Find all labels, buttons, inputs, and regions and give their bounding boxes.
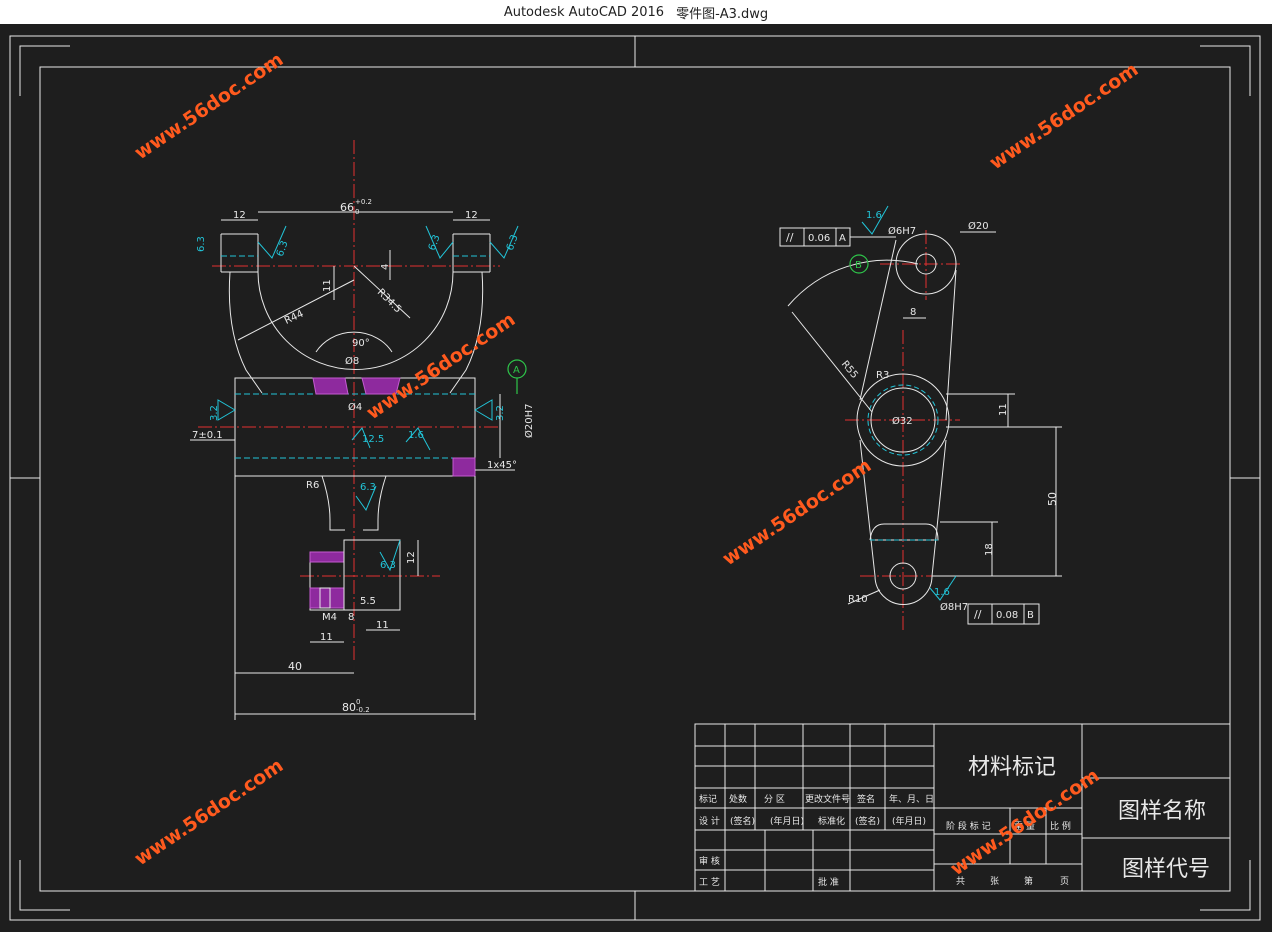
dim-top-tol-low: 0: [355, 208, 359, 216]
hdr-zone: 分 区: [764, 794, 785, 805]
datum-b-label: B: [855, 260, 862, 271]
title-block: 材料标记 图样名称 图样代号 标记 处数 分 区 更改文件号 签名 年、月、日 …: [694, 723, 1231, 892]
datum-a-label: A: [513, 365, 520, 376]
rough-63-b: 6.3: [275, 239, 291, 258]
design-sign: (签名): [730, 815, 755, 827]
sheet-frame: [9, 35, 1261, 921]
dim-12-right: 12: [465, 210, 478, 221]
dim-top: 66: [340, 201, 354, 214]
dim-top-tol: +0.2: [355, 198, 372, 206]
hdr-change-doc: 更改文件号: [805, 793, 850, 805]
sheet-number: 第: [1024, 875, 1033, 887]
watermark-1: www.56doc.com: [130, 48, 287, 164]
dim-11-right: 11: [998, 403, 1009, 416]
rough-63-e: 6.3: [360, 482, 376, 493]
dim-r6: R6: [306, 480, 319, 491]
hdr-date: 年、月、日: [889, 793, 934, 805]
process-label: 工 艺: [699, 877, 720, 888]
tol-ref-1: A: [839, 233, 846, 244]
approve-label: 批 准: [818, 876, 839, 888]
scale-label: 比 例: [1050, 820, 1071, 832]
hdr-mark: 标记: [699, 793, 717, 805]
dim-r10: R10: [848, 594, 868, 605]
review-label: 审 核: [699, 855, 720, 867]
standard-date: (年月日): [892, 815, 926, 827]
hdr-sign: 签名: [857, 793, 875, 805]
sheet-unit: 张: [990, 876, 999, 887]
dim-80: 80: [342, 701, 356, 714]
title-bar: Autodesk AutoCAD 2016 零件图-A3.dwg: [0, 0, 1272, 24]
dim-12-left: 12: [233, 210, 246, 221]
rough-63-f: 6.3: [380, 560, 396, 571]
weight-label: 重 量: [1014, 820, 1035, 832]
rough-32-left: 3.2: [209, 405, 220, 421]
sheet-total: 共: [956, 876, 965, 887]
dim-phi4: Ø4: [348, 401, 362, 413]
rough-16-bottom: 1.6: [934, 587, 950, 598]
file-name: 零件图-A3.dwg: [676, 6, 769, 22]
dim-18: 18: [984, 543, 995, 556]
sheet-page: 页: [1060, 876, 1069, 887]
stage-mark: 阶 段 标 记: [946, 820, 991, 832]
rough-63-a: 6.3: [196, 236, 207, 252]
dim-8-right: 8: [910, 307, 916, 318]
dim-chamfer: 1x45°: [487, 460, 517, 471]
standard-label: 标准化: [818, 815, 845, 827]
rough-16-top: 1.6: [866, 210, 882, 221]
dim-50: 50: [1046, 492, 1059, 506]
drawing-code: 图样代号: [1122, 857, 1210, 882]
dim-phi8: Ø8: [345, 355, 359, 367]
dim-90: 90°: [352, 338, 370, 349]
dim-phi20h7: Ø20H7: [523, 404, 535, 438]
dim-7: 7±0.1: [192, 430, 223, 441]
hdr-count: 处数: [729, 793, 747, 805]
dim-phi8h7: Ø8H7: [940, 601, 968, 613]
tol-parallel-1: //: [786, 231, 794, 244]
tol-ref-2: B: [1027, 610, 1034, 621]
watermark-2: www.56doc.com: [985, 58, 1142, 174]
dim-12-mid: 12: [406, 551, 417, 564]
dim-8: 8: [348, 612, 354, 623]
tol-val-2: 0.08: [996, 610, 1018, 621]
dim-4: 4: [380, 264, 391, 270]
left-view: 66 +0.2 0 12 12 6.3 6.3 6.3 6.3 11 4 R44…: [190, 140, 535, 720]
rough-16: 1.6: [408, 430, 424, 441]
dim-phi32: Ø32: [892, 415, 913, 427]
dim-r3: R3: [876, 370, 889, 381]
dim-phi6h7: Ø6H7: [888, 225, 916, 237]
rough-125: 12.5: [362, 434, 384, 445]
dim-80-tol: 0: [356, 698, 360, 706]
app-title: Autodesk AutoCAD 2016: [503, 4, 665, 20]
dim-11: 11: [322, 279, 333, 292]
standard-sign: (签名): [855, 815, 880, 827]
design-date: (年月日): [770, 815, 804, 827]
rough-63-d: 6.3: [505, 233, 521, 252]
dim-m4: M4: [322, 612, 337, 623]
dim-40: 40: [288, 660, 302, 673]
dim-r44: R44: [283, 309, 305, 327]
right-view: R55 // 0.06 A 1.6 Ø6H7 Ø20 B 8 R3 Ø32 11…: [779, 205, 1062, 630]
dim-phi20: Ø20: [968, 220, 989, 232]
drawing-svg: 66 +0.2 0 12 12 6.3 6.3 6.3 6.3 11 4 R44…: [9, 35, 1261, 921]
drawing-canvas[interactable]: 66 +0.2 0 12 12 6.3 6.3 6.3 6.3 11 4 R44…: [0, 24, 1272, 928]
dim-r34-5: R34.5: [375, 287, 403, 315]
material-mark: 材料标记: [968, 755, 1056, 780]
dim-5-5: 5.5: [360, 596, 376, 607]
drawing-name: 图样名称: [1118, 799, 1206, 824]
watermark-4: www.56doc.com: [718, 454, 875, 570]
dim-11-b: 11: [376, 620, 389, 631]
rough-63-c: 6.3: [427, 233, 443, 252]
watermark-5: www.56doc.com: [130, 754, 287, 870]
tol-val-1: 0.06: [808, 233, 830, 244]
dim-80-tol-low: -0.2: [356, 706, 370, 714]
design-label: 设 计: [699, 815, 720, 827]
tol-parallel-2: //: [974, 608, 982, 621]
dim-11-a: 11: [320, 632, 333, 643]
dim-r55: R55: [839, 359, 860, 381]
